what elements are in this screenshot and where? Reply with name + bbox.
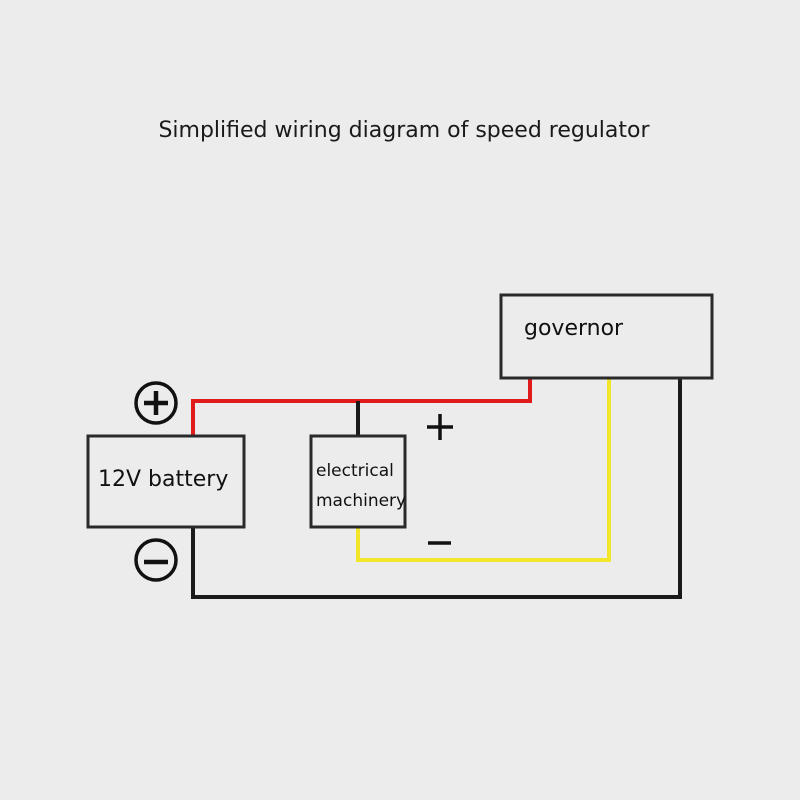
motor-plus-sign [427,414,453,440]
positive-terminal-icon [134,381,178,425]
motor-label-line2: machinery [316,491,406,511]
battery-label: 12V battery [98,467,228,492]
governor-label: governor [524,316,624,341]
motor-box [309,434,407,529]
negative-terminal-icon [134,538,178,582]
signal-wire [356,378,611,562]
ground-wire [191,378,682,599]
motor-label-line1: electrical [316,461,394,481]
positive-wire [191,378,532,436]
governor-box [499,293,714,380]
battery-box [86,434,246,529]
diagram-title: Simplified wiring diagram of speed regul… [158,118,650,143]
